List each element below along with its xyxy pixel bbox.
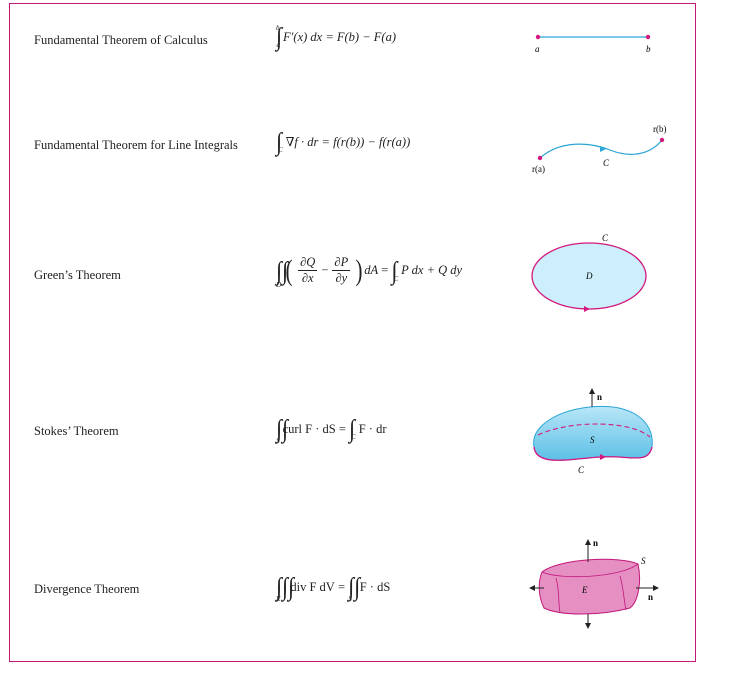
integral-sign: ∫ — [276, 127, 283, 156]
rhs: = f(r(b)) − f(r(a)) — [321, 134, 411, 149]
integral-sign: ∫∫∫ — [276, 572, 295, 601]
boundary-arrow — [584, 306, 590, 312]
solid-top-edge — [541, 563, 639, 578]
label-solid: E — [581, 585, 588, 595]
theorem-name: Divergence Theorem — [34, 582, 140, 596]
label-normal: n — [597, 392, 602, 402]
solid-left-face — [555, 577, 561, 613]
lower-limit-2: C — [351, 433, 356, 441]
rhs: F · dr — [358, 421, 387, 436]
theorem-formula: ∫ b a F′(x) dx = F(b) − F(a) — [276, 22, 396, 51]
integral-sign-2: ∫ — [391, 255, 398, 285]
integral-sign: ∫∫ — [276, 255, 289, 285]
end-point — [659, 137, 665, 143]
endpoint-b — [645, 34, 651, 40]
label-curve: C — [578, 465, 585, 475]
denominator: ∂x — [301, 271, 314, 285]
integrand: F′(x) dx — [283, 29, 323, 44]
theorem-formula: ∫∫ S curl F · dS = ∫ C F · dr — [276, 414, 387, 445]
fraction-1: ∂Q∂x — [298, 255, 318, 286]
region-figure: C D — [531, 233, 647, 312]
surface-figure: n S C — [533, 388, 653, 475]
denominator: ∂y — [335, 271, 348, 285]
normal-arrowhead — [589, 388, 595, 394]
theorem-formula: ∫ C ∇f · dr = f(r(b)) − f(r(a)) — [276, 127, 411, 156]
lower-limit: S — [276, 437, 280, 445]
label-end: r(b) — [653, 124, 667, 134]
theorem-name: Green’s Theorem — [34, 268, 121, 282]
theorem-name: Fundamental Theorem of Calculus — [34, 33, 208, 47]
normal-top-arrowhead — [585, 539, 591, 545]
integrand: curl F · dS — [282, 421, 336, 436]
integral-sign-2: ∫∫ — [348, 572, 361, 601]
label-boundary: C — [602, 233, 609, 243]
table-frame — [9, 3, 696, 662]
surface-S — [533, 405, 653, 461]
label-curve: C — [603, 158, 610, 168]
normal-left-arrowhead — [529, 585, 535, 591]
label-surface: S — [590, 435, 595, 445]
endpoint-a — [535, 34, 541, 40]
integral-sign: ∫ — [276, 22, 283, 51]
numerator: ∂P — [332, 255, 351, 271]
rhs: = F(b) − F(a) — [325, 29, 396, 44]
lower-limit: E — [276, 595, 281, 603]
minus: − — [321, 263, 329, 277]
theorem-formula: ∫∫∫ E div F dV = ∫∫ S F · dS — [276, 572, 391, 603]
dA: dA — [364, 263, 379, 277]
curve-arrow — [600, 146, 606, 152]
normal-bottom-arrowhead — [585, 623, 591, 629]
label-normal-right: n — [648, 592, 653, 602]
upper-limit: b — [276, 24, 280, 32]
integrand: ∇f · dr — [285, 135, 319, 149]
solid-right-face — [619, 575, 627, 611]
integral-sign-2: ∫ — [349, 414, 356, 443]
integral-sign: ∫∫ — [276, 414, 289, 443]
right-paren: ) — [355, 253, 363, 287]
label-b: b — [646, 44, 651, 54]
surface-back-edge — [537, 423, 651, 438]
theorem-name: Fundamental Theorem for Line Integrals — [34, 138, 238, 152]
left-paren: ( — [285, 253, 293, 287]
curve-arrow — [600, 454, 606, 460]
surface-curve-C — [533, 446, 653, 461]
lower-limit: a — [276, 41, 281, 49]
rhs: P dx + Q dy — [401, 263, 463, 277]
lower-limit: D — [276, 280, 282, 289]
integrand: div F dV — [290, 579, 335, 594]
label-surface: S — [641, 556, 646, 566]
label-region: D — [585, 271, 593, 281]
lower-limit: C — [278, 146, 283, 154]
label-start: r(a) — [532, 164, 545, 174]
solid-figure: n n S E — [529, 538, 659, 629]
numerator: ∂Q — [298, 255, 318, 271]
label-normal-top: n — [593, 538, 598, 548]
curve-figure: r(a) r(b) C — [532, 124, 667, 174]
fraction-2: ∂P∂y — [332, 255, 351, 286]
theorem-formula: ∫∫ D ( ∂Q∂x − ∂P∂y ) dA = ∫ C P dx + Q d… — [276, 253, 463, 289]
solid-E — [538, 558, 641, 615]
segment-figure: a b — [535, 34, 651, 54]
lower-limit-2: C — [393, 274, 399, 283]
start-point — [537, 155, 543, 161]
curve-path — [539, 139, 663, 159]
normal-right-arrowhead — [653, 585, 659, 591]
label-a: a — [535, 44, 540, 54]
lower-limit-2: S — [348, 595, 352, 603]
rhs: F · dS — [359, 579, 391, 594]
theorem-name: Stokes’ Theorem — [34, 424, 119, 438]
